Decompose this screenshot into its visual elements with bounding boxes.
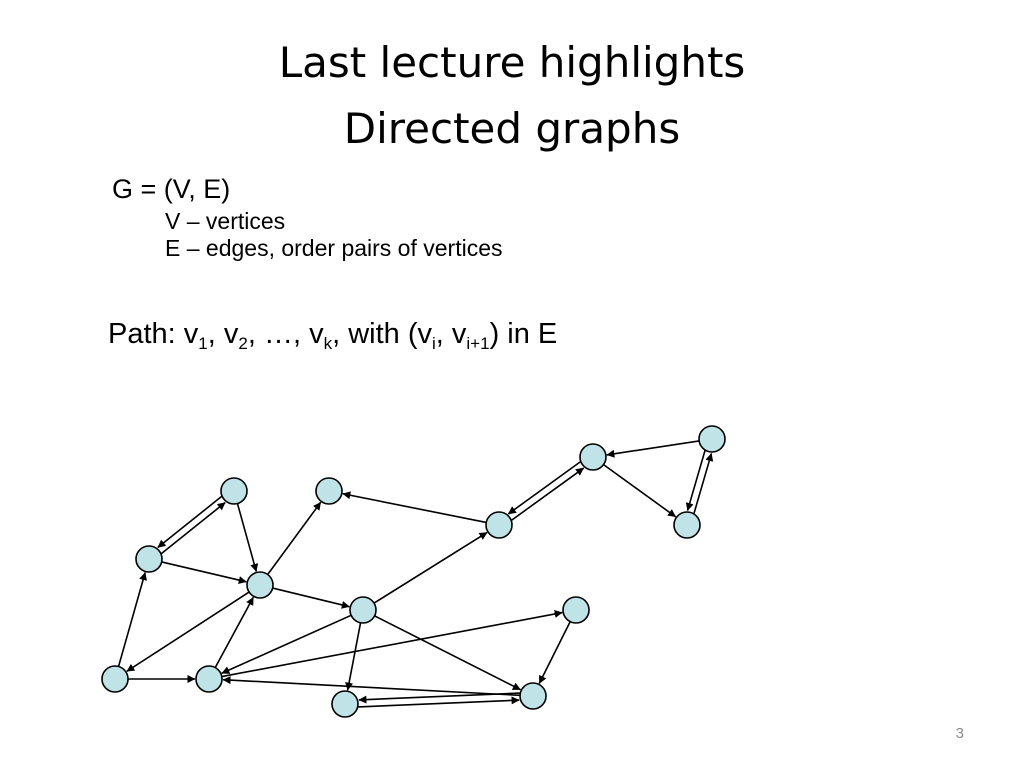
graph-edge [267,501,322,575]
graph-edge [157,495,223,549]
graph-vertex [673,511,701,539]
graph-edge [685,450,706,511]
graph-edges [117,440,714,708]
graph-vertex [579,443,607,471]
graph-vertex [485,511,513,539]
graph-edge [511,467,585,521]
graph-vertex [135,545,163,573]
path-subscript: 2 [238,334,248,353]
path-subscript: i [431,334,436,353]
graph-edge [222,676,521,697]
graph-edge [161,561,247,584]
path-text: , with (v [332,318,432,350]
graph-edge [538,621,571,684]
graph-edge [606,440,700,458]
graph-vertex [101,665,129,693]
path-text: ) in E [489,318,558,350]
graph-vertex [349,596,377,624]
graph-edge [507,461,581,515]
slide-title-line2: Directed graphs [343,104,681,153]
graph-edge [693,453,714,514]
graph-vertex [698,425,726,453]
graph-edge [345,622,362,691]
slide-title-line1: Last lecture highlights [278,38,746,87]
graph-edge [221,610,563,678]
graph-edge [374,615,521,691]
graph-edge [272,587,350,609]
path-subscript: i+1 [466,334,490,353]
graph-vertex [562,596,590,624]
graph-vertex [315,477,343,505]
graph-vertex [519,682,547,710]
page-number: 3 [955,725,964,742]
path-text: , …, v [247,318,324,350]
graph-vertex [220,477,248,505]
graph-vertex [195,665,223,693]
graph-edge [603,463,677,518]
graph-edge [126,591,250,673]
graph-vertex [331,690,359,718]
graph-definition: G = (V, E) [112,174,231,204]
graph-vertex [246,571,274,599]
path-subscript: k [323,334,333,353]
edges-definition: E – edges, order pairs of vertices [165,235,503,261]
graph-edge [160,501,226,555]
path-text: Path: v [108,318,199,350]
graph-edge [373,531,488,604]
path-subscript: 1 [198,334,208,353]
path-definition: Path: v1, v2, …, vk, with (vi, vi+1) in … [108,318,558,353]
graph-edge [342,491,487,524]
graph-edge [358,692,520,704]
path-text: , v [435,318,467,350]
path-text: , v [207,318,239,350]
vertices-definition: V – vertices [165,208,286,234]
graph-nodes [101,425,726,718]
graph-edge [117,572,147,667]
graph-edge [214,596,255,668]
graph-edge [236,503,259,572]
graph-edge [358,696,520,708]
graph-edge [221,614,352,675]
